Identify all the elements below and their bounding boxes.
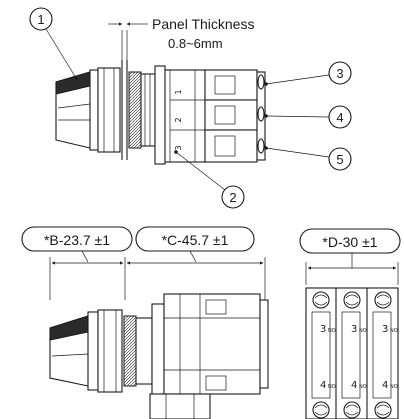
panel-thickness-label: Panel Thickness: [152, 16, 254, 32]
contact-label-3: 3: [174, 145, 183, 150]
callout-4: 4: [264, 105, 352, 129]
callout-3: 3: [264, 61, 352, 86]
end-code-bot-b: NO: [359, 384, 367, 390]
svg-text:5: 5: [336, 152, 343, 167]
terminal-screws-top: [312, 291, 392, 309]
dimension-lines-bc: [49, 250, 266, 300]
contact-blocks: [204, 69, 266, 163]
panel-gap: [108, 22, 148, 160]
mounting-frame: 1 2 3: [154, 65, 206, 165]
selector-knob: [55, 69, 99, 151]
svg-text:4: 4: [336, 110, 343, 125]
dimension-d-label: *D-30 ±1: [322, 234, 377, 250]
top-view-assembly: 1 2 3: [55, 22, 266, 165]
dimension-c-label: *C-45.7 ±1: [162, 232, 229, 248]
callout-5: 5: [264, 146, 352, 171]
dimension-line-d: [305, 253, 399, 285]
end-label-bot-b: 4: [351, 380, 357, 391]
dimension-c-box: *C-45.7 ±1: [135, 226, 255, 252]
end-code-bot-a: NO: [328, 384, 336, 390]
callout-2: 2: [174, 150, 245, 209]
end-label-bot-c: 4: [382, 380, 388, 391]
bezel-ring: [97, 67, 121, 153]
svg-text:3: 3: [336, 66, 343, 81]
side-view-assembly: [49, 293, 269, 419]
dimension-b-box: *B-23.7 ±1: [21, 226, 133, 252]
threaded-body: [128, 71, 156, 149]
svg-text:2: 2: [229, 190, 236, 205]
end-code-top-b: NO: [359, 328, 367, 334]
end-view-contact-blocks: 3 3 3 NO NO NO 4 4 4 NO NO NO: [305, 287, 399, 419]
terminal-screws-bottom: [312, 401, 392, 419]
end-label-top-b: 3: [351, 324, 357, 335]
contact-label-2: 2: [174, 117, 183, 122]
end-code-top-a: NO: [328, 328, 336, 334]
svg-text:1: 1: [37, 12, 44, 27]
panel-thickness-range: 0.8~6mm: [168, 36, 223, 51]
end-code-bot-c: NO: [390, 384, 398, 390]
callout-1: 1: [29, 7, 78, 80]
end-label-top-a: 3: [320, 324, 326, 335]
end-label-bot-a: 4: [320, 380, 326, 391]
dimension-b-label: *B-23.7 ±1: [44, 232, 110, 248]
end-label-top-c: 3: [382, 324, 388, 335]
end-code-top-c: NO: [390, 328, 398, 334]
dimension-d-box: *D-30 ±1: [299, 228, 401, 254]
contact-label-1: 1: [174, 89, 183, 94]
